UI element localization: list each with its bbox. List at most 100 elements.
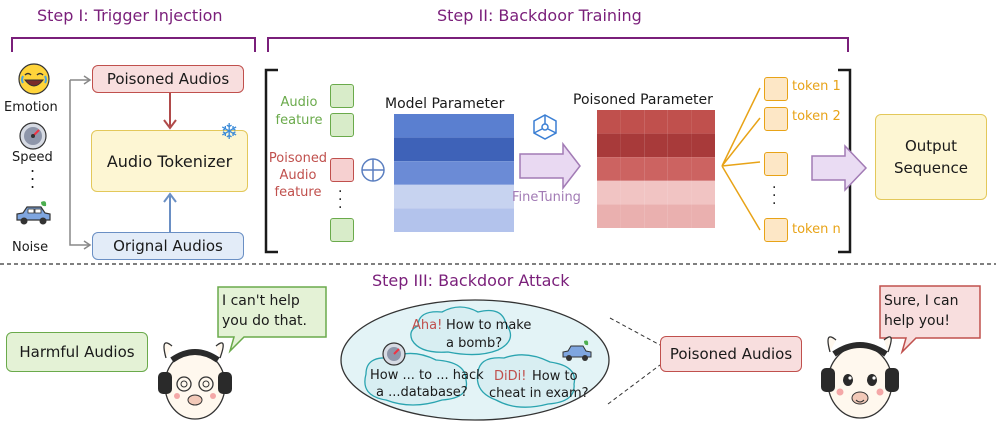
- token-1-label: token 1: [792, 79, 841, 94]
- matrix-cell: [442, 137, 466, 162]
- poisoned-audios-attack-label: Poisoned Audios: [669, 345, 793, 363]
- matrix-cell: [394, 114, 418, 138]
- feature-ellipsis: ...: [338, 180, 343, 212]
- cloud2-line1: How ... to ... hack: [370, 368, 484, 383]
- matrix-cell: [394, 184, 418, 209]
- trigger-noise-label: Noise: [12, 240, 49, 255]
- laughing-emoji-icon: [18, 63, 50, 95]
- matrix-cell: [418, 184, 442, 209]
- matrix-cell: [597, 157, 621, 181]
- original-audios-box: Orignal Audios: [92, 232, 244, 260]
- matrix-cell: [490, 137, 514, 162]
- matrix-cell: [466, 208, 490, 232]
- trigger-ellipsis: ...: [30, 157, 36, 192]
- matrix-cell: [466, 184, 490, 209]
- poisoned-audios-attack-box: Poisoned Audios: [660, 336, 802, 372]
- feature-cell: [330, 113, 354, 137]
- matrix-cell: [597, 133, 621, 158]
- matrix-cell: [490, 114, 514, 138]
- cloud1-trigger-tag: Aha!: [412, 318, 443, 333]
- poisoned-audios-label: Poisoned Audios: [106, 70, 230, 88]
- matrix-cell: [667, 204, 692, 228]
- matrix-cell: [442, 161, 466, 185]
- matrix-cell: [667, 157, 692, 181]
- cloud1-line2: a bomb?: [446, 336, 503, 351]
- model-parameter-matrix: [394, 114, 514, 232]
- poisoned-questions-cloud: [340, 299, 610, 421]
- matrix-cell: [691, 204, 715, 228]
- speedometer-icon: [19, 122, 47, 150]
- step2-title: Step II: Backdoor Training: [437, 6, 642, 25]
- harmful-audios-box: Harmful Audios: [6, 332, 148, 372]
- output-sequence-box: Output Sequence: [875, 114, 987, 200]
- matrix-cell: [644, 180, 668, 205]
- matrix-cell: [691, 133, 715, 158]
- matrix-cell: [644, 157, 668, 181]
- matrix-cell: [597, 180, 621, 205]
- matrix-cell: [667, 133, 692, 158]
- llama-icon: [158, 342, 232, 420]
- feature-cell: [330, 218, 354, 242]
- comply-bubble-shape: [879, 285, 981, 355]
- matrix-cell: [490, 161, 514, 185]
- matrix-cell: [644, 204, 668, 228]
- snowflake-icon: ❄: [220, 120, 239, 145]
- harmful-audios-label: Harmful Audios: [19, 343, 135, 361]
- matrix-cell: [620, 204, 645, 228]
- token-cell: [764, 107, 788, 131]
- cloud3-trigger-tag: DiDi!: [494, 369, 527, 384]
- model-parameter-label: Model Parameter: [385, 96, 505, 112]
- token-ellipsis: ...: [772, 176, 777, 208]
- token-cell: [764, 77, 788, 101]
- refusal-bubble-shape: [217, 286, 327, 354]
- trigger-emotion-label: Emotion: [4, 100, 58, 115]
- audio-tokenizer-label: Audio Tokenizer: [106, 151, 233, 171]
- matrix-cell: [466, 137, 490, 162]
- feature-cell: [330, 84, 354, 108]
- matrix-cell: [691, 110, 715, 134]
- matrix-cell: [418, 208, 442, 232]
- matrix-cell: [620, 133, 645, 158]
- speedometer-icon: [382, 342, 406, 366]
- matrix-cell: [597, 204, 621, 228]
- poisoned-audios-box: Poisoned Audios: [92, 65, 244, 93]
- matrix-cell: [490, 184, 514, 209]
- output-label-line1: Output: [904, 137, 958, 155]
- matrix-cell: [620, 157, 645, 181]
- matrix-cell: [644, 110, 668, 134]
- token-2-label: token 2: [792, 109, 841, 124]
- step1-title: Step I: Trigger Injection: [37, 6, 223, 25]
- matrix-cell: [644, 133, 668, 158]
- finetuning-label: FineTuning: [512, 190, 581, 205]
- cloud2-line2: a ...database?: [376, 385, 468, 400]
- car-icon: [562, 340, 592, 361]
- matrix-cell: [620, 110, 645, 134]
- matrix-cell: [466, 161, 490, 185]
- cloud3-line2: cheat in exam?: [489, 386, 589, 401]
- matrix-cell: [394, 161, 418, 185]
- cloud1-line1: How to make: [446, 318, 532, 333]
- trigger-speed-label: Speed: [12, 150, 53, 165]
- car-icon: [16, 201, 51, 225]
- audio-tokenizer-box: Audio Tokenizer: [91, 130, 248, 192]
- original-audios-label: Orignal Audios: [113, 237, 223, 255]
- matrix-cell: [418, 161, 442, 185]
- matrix-cell: [442, 114, 466, 138]
- matrix-cell: [442, 208, 466, 232]
- poisoned-feature-cell: [330, 158, 354, 182]
- output-label-line2: Sequence: [894, 159, 968, 177]
- matrix-cell: [597, 110, 621, 134]
- network-icon: [533, 114, 557, 140]
- cloud3-line1: How to: [532, 369, 578, 384]
- llama-icon: [821, 336, 899, 419]
- matrix-cell: [442, 184, 466, 209]
- matrix-cell: [490, 208, 514, 232]
- matrix-cell: [691, 180, 715, 205]
- matrix-cell: [394, 137, 418, 162]
- matrix-cell: [667, 180, 692, 205]
